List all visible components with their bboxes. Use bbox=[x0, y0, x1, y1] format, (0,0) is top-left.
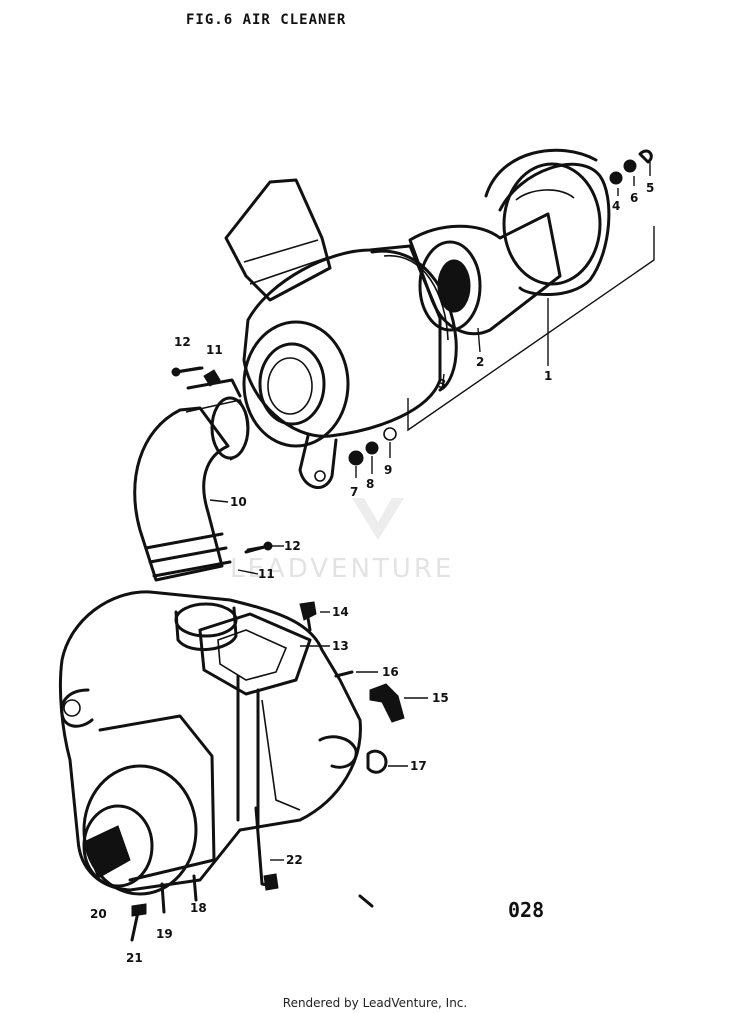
callout-7: 7 bbox=[350, 485, 358, 499]
callout-21: 21 bbox=[126, 951, 143, 965]
callout-9: 9 bbox=[384, 463, 392, 477]
fasteners bbox=[130, 366, 405, 942]
page-number: 028 bbox=[508, 898, 545, 922]
callout-16: 16 bbox=[382, 665, 399, 679]
callout-labels: 1 2 3 4 5 6 7 8 9 10 11 11 12 12 13 14 1… bbox=[90, 181, 654, 965]
callout-5: 5 bbox=[646, 181, 654, 195]
callout-1: 1 bbox=[544, 369, 552, 383]
callout-4: 4 bbox=[612, 199, 620, 213]
callout-20: 20 bbox=[90, 907, 107, 921]
callout-13: 13 bbox=[332, 639, 349, 653]
engine-assembly bbox=[58, 590, 362, 896]
intake-hose bbox=[133, 366, 272, 582]
callout-12-upper: 12 bbox=[174, 335, 191, 349]
air-cleaner-assembly bbox=[224, 148, 611, 489]
callout-11-lower: 11 bbox=[258, 567, 275, 581]
callout-18: 18 bbox=[190, 901, 207, 915]
cover-fasteners bbox=[609, 149, 653, 185]
callout-3: 3 bbox=[438, 377, 446, 391]
callout-11-upper: 11 bbox=[206, 343, 223, 357]
bracket-fasteners bbox=[348, 427, 397, 466]
callout-6: 6 bbox=[630, 191, 638, 205]
watermark-emblem bbox=[352, 498, 404, 540]
figure-title: FIG.6 AIR CLEANER bbox=[186, 12, 347, 28]
callout-8: 8 bbox=[366, 477, 374, 491]
callout-10: 10 bbox=[230, 495, 247, 509]
callout-12-lower: 12 bbox=[284, 539, 301, 553]
callout-17: 17 bbox=[410, 759, 427, 773]
callout-22: 22 bbox=[286, 853, 303, 867]
callout-15: 15 bbox=[432, 691, 449, 705]
callout-19: 19 bbox=[156, 927, 173, 941]
leader-lines bbox=[209, 162, 655, 861]
watermark-logo: LEADVENTURE bbox=[230, 554, 455, 584]
footer-credit: Rendered by LeadVenture, Inc. bbox=[282, 996, 468, 1010]
callout-14: 14 bbox=[332, 605, 349, 619]
callout-2: 2 bbox=[476, 355, 484, 369]
